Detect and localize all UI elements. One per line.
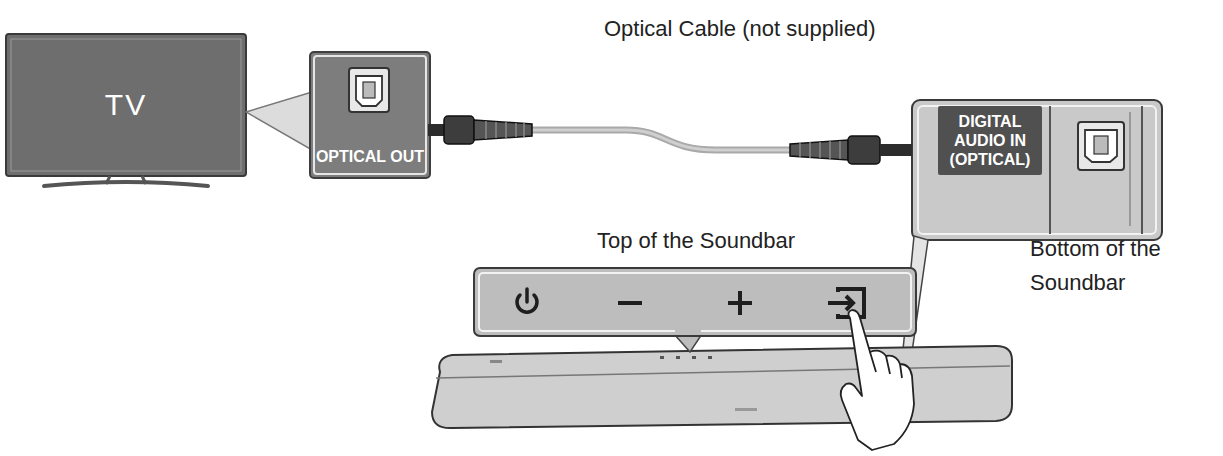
hand-drawing	[841, 310, 914, 450]
port-callout: OPTICAL OUT	[314, 56, 426, 174]
tv-screen: TV	[11, 39, 241, 171]
callout-wedge	[246, 92, 312, 150]
soundbar-drawing	[432, 346, 1012, 428]
optical-plug	[790, 136, 912, 164]
optical-in-panel	[912, 100, 1162, 240]
cable-label: Optical Cable (not supplied)	[604, 16, 875, 42]
tv-drawing	[6, 34, 246, 186]
node-label: OPTICAL OUT	[316, 148, 424, 166]
node-label: TV	[105, 88, 147, 122]
optical-plug	[428, 116, 532, 144]
optical-out-panel	[310, 52, 430, 178]
part-label: Top of the Soundbar	[597, 228, 795, 254]
part-label: Bottom of the Soundbar	[1030, 232, 1210, 300]
top-callout	[474, 268, 916, 352]
node-label: DIGITAL AUDIO IN (OPTICAL)	[938, 106, 1042, 175]
volume-up-icon	[728, 291, 752, 315]
port-callout: DIGITAL AUDIO IN (OPTICAL)	[912, 100, 1162, 240]
volume-down-icon	[618, 301, 642, 305]
power-button-icon	[517, 289, 537, 312]
